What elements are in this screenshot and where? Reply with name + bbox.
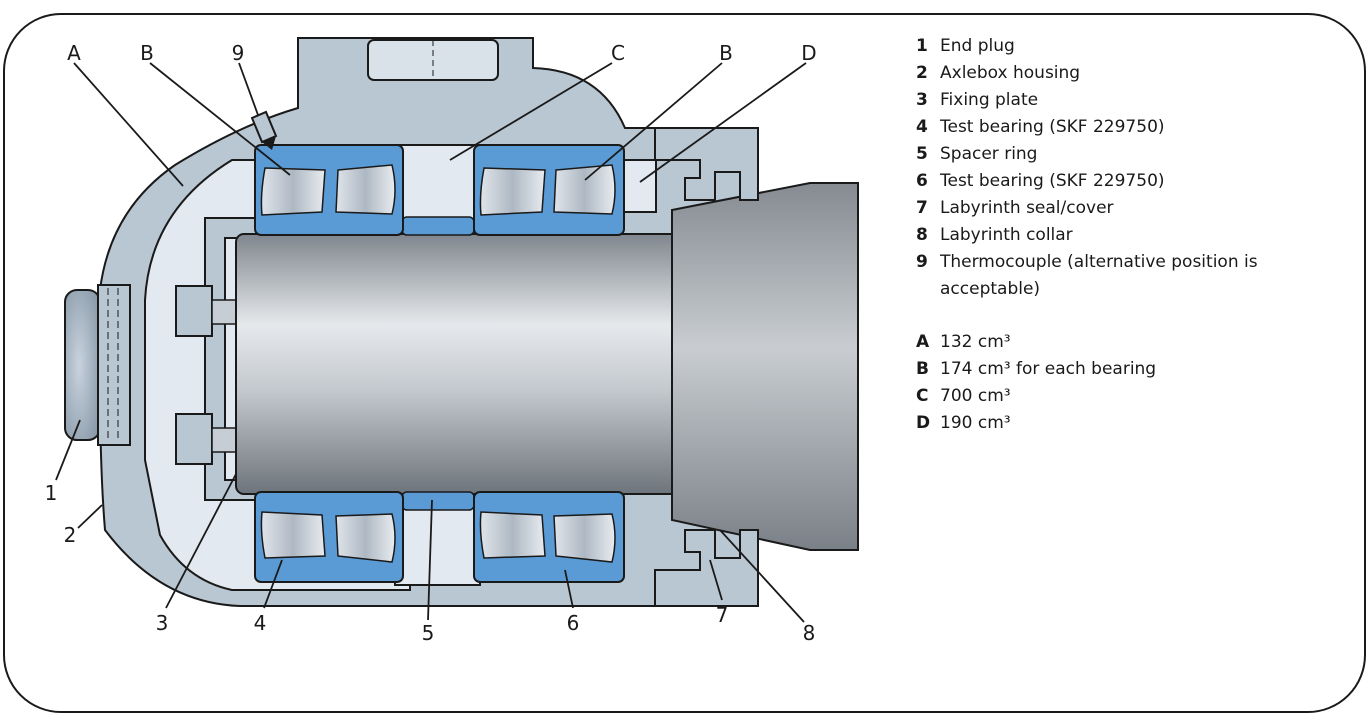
- end-plug: [64, 284, 131, 446]
- legend-text: Thermocouple (alternative position is ac…: [940, 252, 1258, 299]
- callout-2: 2: [64, 523, 77, 547]
- legend-item: D 190 cm³: [916, 410, 1356, 437]
- legend-text: Fixing plate: [940, 90, 1039, 110]
- test-bearing-left-bottom: [254, 491, 404, 583]
- legend-key: C: [916, 386, 929, 406]
- legend-text: End plug: [940, 36, 1015, 56]
- fixing-bolt-upper: [175, 285, 213, 337]
- legend-text: 174 cm³ for each bearing: [940, 359, 1157, 379]
- callout-b-left: B: [140, 41, 154, 65]
- spacer-ring: [401, 216, 475, 511]
- axlebox-cross-section: A B 9 C B D 1 2 3 4 5 6 7 8: [45, 37, 859, 645]
- legend-key: 1: [916, 36, 928, 56]
- callout-6: 6: [567, 611, 580, 635]
- callout-7: 7: [716, 603, 729, 627]
- callout-a: A: [67, 41, 81, 65]
- legend-text: 132 cm³: [940, 332, 1011, 352]
- legend-text: Labyrinth collar: [940, 225, 1073, 245]
- legend-key: 7: [916, 198, 928, 218]
- legend-text: Spacer ring: [940, 144, 1038, 164]
- leader-lines: [55, 62, 807, 623]
- callout-1: 1: [45, 481, 58, 505]
- callout-3: 3: [156, 611, 169, 635]
- axle-shaft: [235, 233, 697, 495]
- legend-item: 3 Fixing plate: [916, 87, 1356, 114]
- test-bearing-right-top: [473, 144, 625, 236]
- legend-key: 8: [916, 225, 928, 245]
- legend-key: A: [916, 332, 930, 352]
- legend-item: C 700 cm³: [916, 383, 1356, 410]
- legend-text: Axlebox housing: [940, 63, 1081, 83]
- callout-b-right: B: [719, 41, 733, 65]
- legend-text: Test bearing (SKF 229750): [940, 117, 1165, 137]
- legend-text: 190 cm³: [940, 413, 1011, 433]
- grease-cavity-d: [621, 159, 657, 213]
- callout-8: 8: [803, 621, 816, 645]
- legend-key: D: [916, 413, 931, 433]
- fixing-bolt-lower: [175, 413, 213, 465]
- legend-spacer: [916, 303, 1356, 329]
- legend-text: Test bearing (SKF 229750): [940, 171, 1165, 191]
- legend-key: 5: [916, 144, 928, 164]
- legend-key: 6: [916, 171, 928, 191]
- legend-key: 9: [916, 252, 928, 272]
- legend-key: B: [916, 359, 929, 379]
- legend-key: 3: [916, 90, 928, 110]
- labyrinth-collar: [671, 182, 859, 551]
- legend-item: 7 Labyrinth seal/cover: [916, 195, 1356, 222]
- legend-item: 2 Axlebox housing: [916, 60, 1356, 87]
- legend-item: A 132 cm³: [916, 329, 1356, 356]
- legend-key: 2: [916, 63, 928, 83]
- callout-4: 4: [254, 611, 267, 635]
- legend-item: B 174 cm³ for each bearing: [916, 356, 1356, 383]
- legend-item: 5 Spacer ring: [916, 141, 1356, 168]
- callout-d: D: [801, 41, 816, 65]
- legend-key: 4: [916, 117, 928, 137]
- thermocouple: [250, 110, 278, 150]
- callout-5: 5: [422, 621, 435, 645]
- test-bearing-left-top: [254, 144, 404, 236]
- legend-item: 1 End plug: [916, 33, 1356, 60]
- callout-c: C: [611, 41, 625, 65]
- labyrinth-seal: [621, 127, 759, 607]
- callout-9: 9: [232, 41, 245, 65]
- legend-item: 8 Labyrinth collar: [916, 222, 1356, 249]
- legend-item: 6 Test bearing (SKF 229750): [916, 168, 1356, 195]
- test-bearing-right-bottom: [473, 491, 625, 583]
- legend: 1 End plug 2 Axlebox housing 3 Fixing plate…: [916, 33, 1356, 437]
- legend-item: 4 Test bearing (SKF 229750): [916, 114, 1356, 141]
- legend-item: 9 Thermocouple (alternative position is a…: [916, 249, 1356, 303]
- callout-labels: A B 9 C B D 1 2 3 4 5 6 7 8: [45, 41, 817, 645]
- legend-text: 700 cm³: [940, 386, 1011, 406]
- legend-text: Labyrinth seal/cover: [940, 198, 1114, 218]
